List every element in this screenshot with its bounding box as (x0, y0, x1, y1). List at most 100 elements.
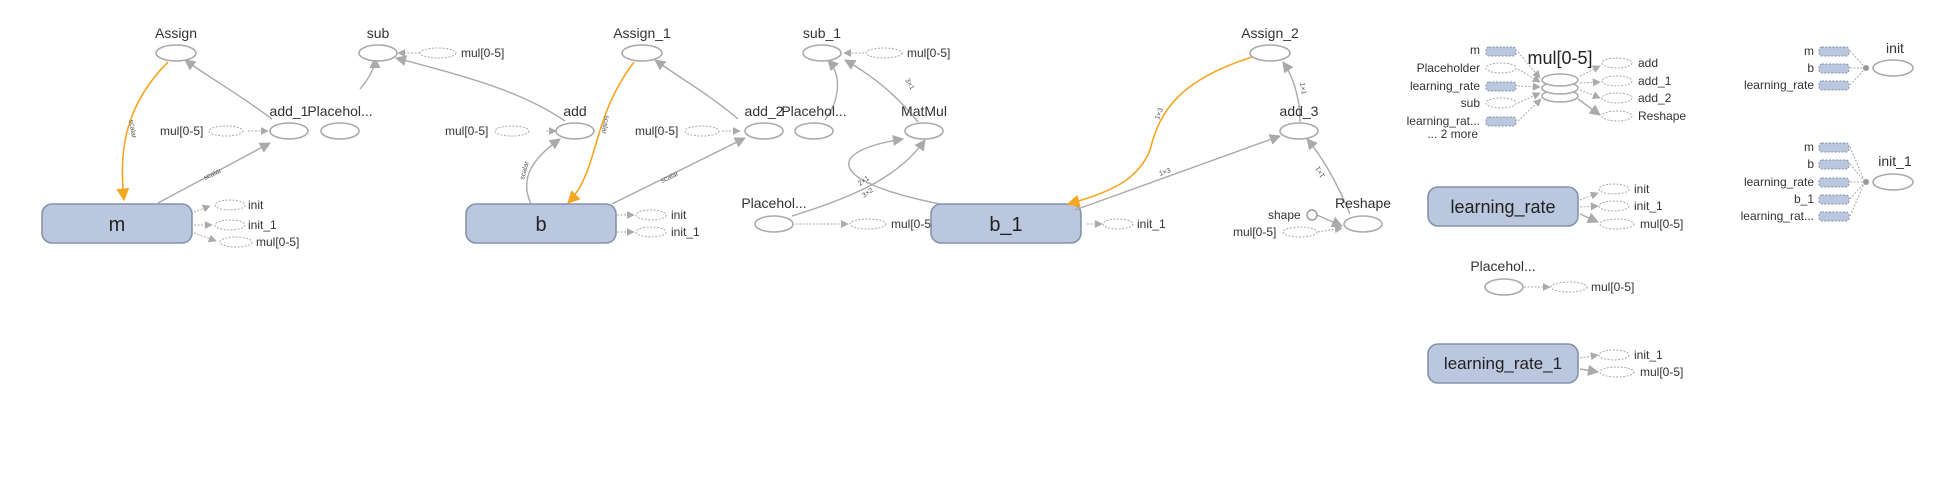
node-shape-label: shape (1268, 208, 1301, 222)
output-add-2[interactable] (1601, 92, 1633, 104)
node-reshape[interactable] (1343, 215, 1383, 233)
node-placeholder-label: Placehol... (1470, 258, 1535, 274)
node-sub[interactable] (358, 44, 398, 62)
variable-b[interactable] (465, 203, 617, 244)
stub-mul[interactable] (219, 236, 253, 248)
input-sub-label: sub (1461, 96, 1481, 110)
input-learning-rate-truncated[interactable] (1818, 211, 1850, 222)
node-add-1[interactable] (269, 122, 309, 140)
input-learning-rate[interactable] (1818, 177, 1850, 188)
stub-init-label: init (248, 198, 264, 212)
node-placeholder[interactable] (320, 122, 360, 140)
input-m[interactable] (1818, 46, 1850, 57)
aux-learning-rate-1: learning_rate_1 init_1 mul[0-5] (1427, 343, 1683, 384)
stub-mul[interactable] (849, 218, 887, 230)
output-add[interactable] (1601, 57, 1633, 69)
variable-m-label: m (109, 214, 126, 236)
node-assign[interactable] (155, 44, 197, 62)
variable-b-1[interactable] (930, 203, 1082, 244)
stub-init-1[interactable] (1598, 200, 1630, 212)
stub-init-1[interactable] (1102, 218, 1134, 230)
input-b-1[interactable] (1818, 194, 1850, 205)
stub-init[interactable] (1598, 183, 1630, 195)
input-edge (1517, 68, 1541, 83)
output-edge (1579, 202, 1599, 211)
stub-mul[interactable] (494, 125, 530, 137)
stub-mul-label: mul[0-5] (461, 46, 504, 60)
node-add-3[interactable] (1279, 122, 1319, 140)
stub-mul[interactable] (1282, 226, 1318, 238)
node-matmul-label: MatMul (901, 103, 947, 119)
node-init[interactable] (1872, 59, 1914, 77)
stub-mul[interactable] (1550, 281, 1588, 293)
edge-add-sub (394, 55, 566, 122)
variable-b-1-label: b_1 (989, 214, 1022, 236)
edge-label-scalar: scalar (203, 167, 223, 182)
input-sub[interactable] (1485, 97, 1517, 109)
edge-label-dim-1x1: 1×1 (1298, 82, 1307, 95)
stub-init[interactable] (214, 199, 246, 211)
stub-mul[interactable] (419, 47, 457, 59)
input-learning-rate-label: learning_rate (1744, 78, 1814, 92)
stub-mul[interactable] (684, 125, 720, 137)
variable-learning-rate[interactable] (1427, 186, 1579, 227)
input-learning-rate-truncated[interactable] (1485, 116, 1517, 127)
input-m[interactable] (1485, 46, 1517, 57)
node-placeholder-label: Placehol... (781, 103, 846, 119)
node-placeholder[interactable] (754, 215, 794, 233)
node-sub-1-label: sub_1 (803, 25, 841, 41)
input-placeholder-label: Placeholder (1417, 61, 1480, 75)
output-add-1[interactable] (1601, 75, 1633, 87)
input-placeholder[interactable] (1485, 62, 1517, 74)
stub-mul[interactable] (1599, 366, 1635, 378)
edge-shape-reshape (1316, 214, 1344, 228)
aux-mul-group: mul[0-5] m Placeholder learning_rate sub… (1407, 43, 1687, 141)
stub-mul-label: mul[0-5] (1591, 280, 1634, 294)
input-edge (1517, 92, 1541, 104)
edge-label-scalar: scalar (519, 160, 531, 180)
stub-init-1[interactable] (1598, 349, 1630, 361)
node-matmul[interactable] (904, 122, 944, 140)
output-reshape[interactable] (1601, 110, 1633, 122)
input-learning-rate[interactable] (1485, 81, 1517, 92)
input-learning-rate[interactable] (1818, 80, 1850, 91)
stub-mul-label: mul[0-5] (1640, 365, 1683, 379)
stub-init-1[interactable] (214, 219, 246, 231)
node-add-2[interactable] (744, 122, 784, 140)
edge-b1-assign2 (1066, 56, 1253, 208)
input-m[interactable] (1818, 142, 1850, 153)
node-add[interactable] (555, 122, 595, 140)
aux-init-1: init_1 m b learning_rate b_1 learning_ra… (1741, 140, 1914, 223)
node-placeholder[interactable] (794, 122, 834, 140)
node-init-label: init (1886, 40, 1904, 56)
node-reshape-label: Reshape (1335, 195, 1391, 211)
node-sub-1[interactable] (802, 44, 842, 62)
stub-init-1-label: init_1 (1137, 217, 1166, 231)
stub-init-1[interactable] (635, 226, 667, 238)
stub-mul[interactable] (208, 125, 244, 137)
edge-m-mul (193, 232, 217, 243)
output-edge (1577, 98, 1601, 116)
stub-init-1-label: init_1 (671, 225, 700, 239)
edge-add3-assign2 (1282, 61, 1301, 123)
node-assign-2[interactable] (1249, 44, 1291, 62)
stub-mul[interactable] (1599, 218, 1635, 230)
input-b[interactable] (1818, 159, 1850, 170)
node-shape[interactable] (1306, 209, 1318, 221)
edge-label-dim-1x1: 1×1 (1315, 165, 1327, 179)
node-assign-1[interactable] (621, 44, 663, 62)
input-m-label: m (1470, 43, 1480, 57)
node-placeholder[interactable] (1484, 278, 1524, 296)
cluster-assign-2: 1×3 1×3 1×1 1×1 Assign_2 add_3 Reshape s… (1066, 25, 1391, 239)
stub-init[interactable] (635, 209, 667, 221)
stub-mul[interactable] (865, 47, 903, 59)
output-edge (1579, 191, 1599, 201)
input-b[interactable] (1818, 63, 1850, 74)
edge-matmul-sub1 (844, 59, 919, 123)
variable-learning-rate-1[interactable] (1427, 343, 1579, 384)
control-dot (1863, 65, 1869, 71)
mul-stack-layer (1541, 73, 1579, 87)
stub-mul-label: mul[0-5] (160, 124, 203, 138)
node-init-1[interactable] (1872, 173, 1914, 191)
variable-m[interactable] (41, 203, 193, 244)
